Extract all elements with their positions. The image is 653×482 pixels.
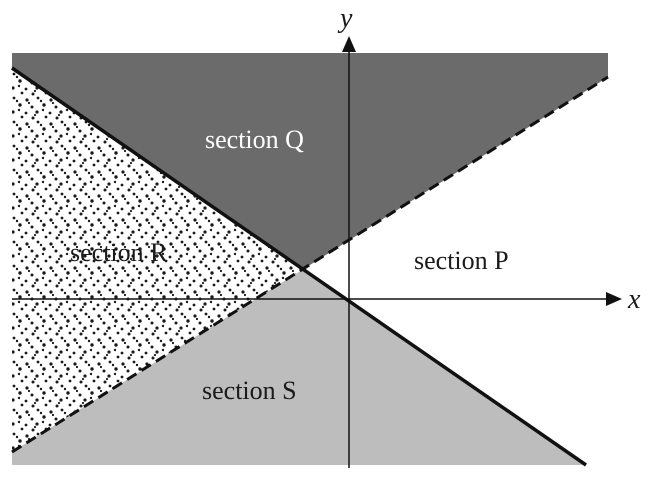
x-axis-label: x	[627, 284, 641, 315]
y-axis-arrowhead	[342, 36, 356, 52]
region-q-label: section Q	[205, 125, 304, 154]
region-p-label: section P	[414, 246, 509, 275]
region-q	[12, 53, 608, 270]
solid-boundary-line	[11, 66, 587, 467]
region-r-label: section R	[70, 238, 168, 267]
region-r-dots	[12, 68, 302, 452]
dashed-boundary-line	[11, 75, 609, 454]
y-axis-label: y	[337, 3, 353, 34]
x-axis-arrowhead	[606, 292, 622, 306]
region-s-label: section S	[202, 376, 297, 405]
region-s	[12, 270, 586, 465]
